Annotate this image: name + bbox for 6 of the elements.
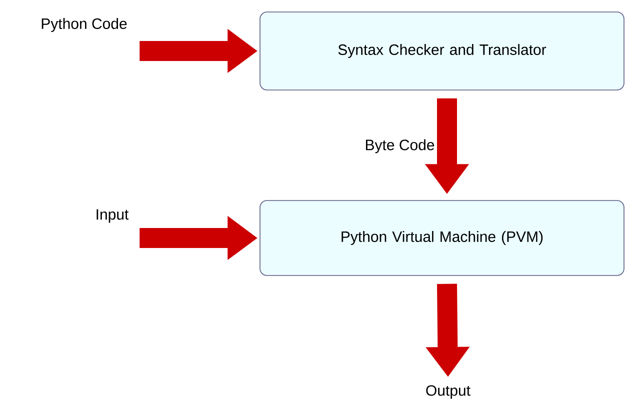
text-label: Input xyxy=(96,209,129,223)
text-label: Output xyxy=(426,385,470,399)
process-box: Syntax Checker and Translator xyxy=(260,12,624,90)
text-label: Python Code xyxy=(42,18,127,32)
process-box: Python Virtual Machine (PVM) xyxy=(260,200,624,276)
edge-label: Byte Code xyxy=(362,137,437,156)
